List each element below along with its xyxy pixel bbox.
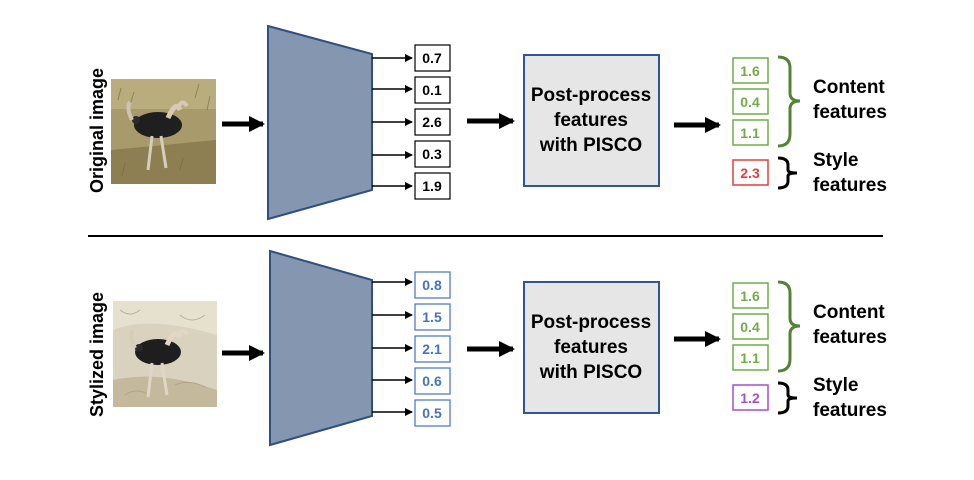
process-label-line: Post-process: [531, 312, 651, 333]
process-label-line: features: [554, 110, 628, 131]
feature-vector-stylized: 0.8 1.5 2.1 0.6 0.5: [414, 271, 451, 427]
style-label: features: [813, 400, 887, 421]
feature-value: 2.1: [422, 341, 442, 357]
content-features-stylized: 1.6 0.4 1.1: [732, 282, 769, 371]
side-label-stylized: Stylized image: [87, 292, 107, 417]
feature-value: 2.6: [422, 114, 442, 130]
feature-value: 1.5: [422, 309, 442, 325]
content-label: features: [813, 327, 887, 348]
ostrich-photo: [111, 79, 216, 184]
style-label: Style: [813, 375, 858, 396]
feature-value: 0.3: [422, 146, 442, 162]
content-value: 1.1: [740, 350, 760, 366]
style-label: Style: [813, 150, 858, 171]
style-value: 2.3: [740, 165, 760, 181]
process-label-line: with PISCO: [539, 135, 642, 156]
content-value: 1.1: [740, 125, 760, 141]
feature-value: 0.5: [422, 405, 442, 421]
feature-value: 0.8: [422, 277, 442, 293]
style-value: 1.2: [740, 390, 760, 406]
style-label: features: [813, 175, 887, 196]
style-feature-box: [732, 384, 769, 411]
bracket-icon: [777, 280, 801, 373]
feature-value: 0.1: [422, 82, 442, 98]
side-label-original: Original image: [87, 68, 107, 193]
row-stylized: Stylized image: [87, 249, 887, 447]
encoder-trapezoid: [267, 24, 373, 221]
process-label-line: with PISCO: [539, 362, 642, 383]
style-feature-box: [732, 159, 769, 186]
bracket-icon: [777, 156, 798, 190]
content-label: Content: [813, 77, 885, 98]
feature-arrows: [372, 278, 413, 416]
content-label: features: [813, 102, 887, 123]
feature-value: 0.7: [422, 50, 442, 66]
content-value: 0.4: [740, 94, 760, 110]
row-original: Original image: [87, 24, 887, 221]
bracket-icon: [777, 55, 801, 148]
feature-value: 1.9: [422, 178, 442, 194]
bracket-icon: [777, 381, 798, 415]
content-value: 0.4: [740, 319, 760, 335]
feature-vector-original: 0.7 0.1 2.6 0.3 1.9: [414, 44, 451, 200]
content-value: 1.6: [740, 63, 760, 79]
process-label-line: features: [554, 337, 628, 358]
ostrich-stylized-photo: [113, 301, 217, 407]
pisco-process-box: [523, 54, 660, 187]
content-features-original: 1.6 0.4 1.1: [732, 57, 769, 146]
content-value: 1.6: [740, 288, 760, 304]
process-label-line: Post-process: [531, 85, 651, 106]
encoder-trapezoid: [269, 249, 373, 447]
content-label: Content: [813, 302, 885, 323]
feature-arrows: [372, 54, 413, 190]
feature-value: 0.6: [422, 373, 442, 389]
pisco-process-box: [523, 281, 660, 414]
